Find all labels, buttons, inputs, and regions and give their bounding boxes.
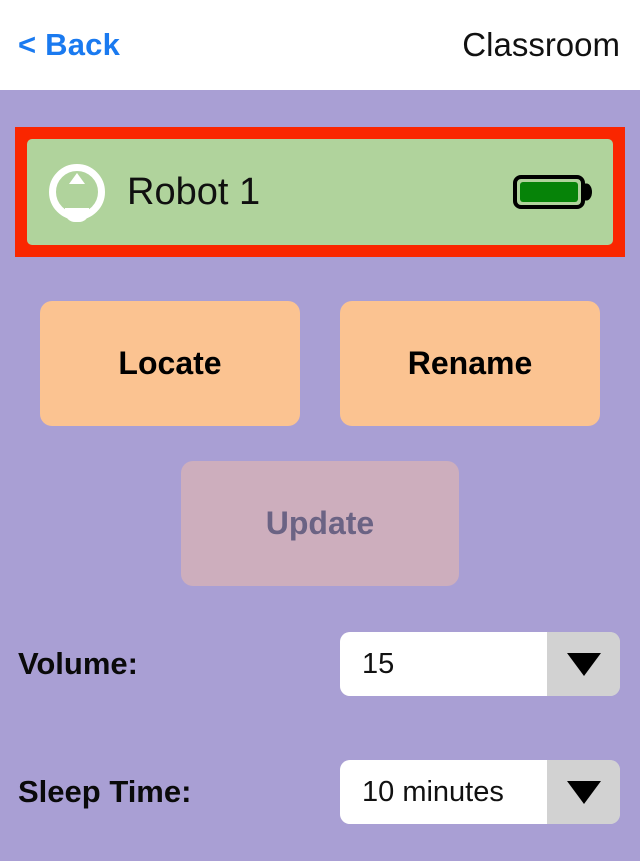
volume-setting-row: Volume: 15 <box>0 629 640 699</box>
locate-button[interactable]: Locate <box>40 301 300 426</box>
back-button[interactable]: < Back <box>18 27 121 62</box>
sleep-time-select[interactable]: 10 minutes <box>340 760 620 824</box>
robot-circle-icon <box>49 164 105 222</box>
caret-glyph <box>566 652 601 676</box>
chevron-down-icon[interactable] <box>547 760 620 824</box>
chevron-down-icon[interactable] <box>547 632 620 696</box>
robot-icon-ring <box>49 164 105 220</box>
battery-full-icon <box>513 175 592 209</box>
volume-label: Volume: <box>18 646 138 681</box>
sleep-time-label: Sleep Time: <box>18 774 192 809</box>
volume-select[interactable]: 15 <box>340 632 620 696</box>
navigation-bar: < Back Classroom <box>0 0 640 90</box>
sleep-time-setting-row: Sleep Time: 10 minutes <box>0 757 640 827</box>
robot-name-label: Robot 1 <box>127 170 261 213</box>
sleep-time-selected-value: 10 minutes <box>340 760 547 824</box>
battery-fill <box>520 182 578 202</box>
robot-card-highlight: Robot 1 <box>15 127 625 257</box>
robot-card-robot-1[interactable]: Robot 1 <box>27 139 613 245</box>
page-title: Classroom <box>462 26 620 63</box>
update-button: Update <box>181 461 459 586</box>
battery-nub <box>581 183 592 201</box>
content-area: Robot 1 Locate Rename Update Volume: 15 <box>0 90 640 861</box>
volume-selected-value: 15 <box>340 632 547 696</box>
robot-icon-pointer <box>69 173 85 184</box>
caret-glyph <box>566 780 601 804</box>
rename-button[interactable]: Rename <box>340 301 600 426</box>
